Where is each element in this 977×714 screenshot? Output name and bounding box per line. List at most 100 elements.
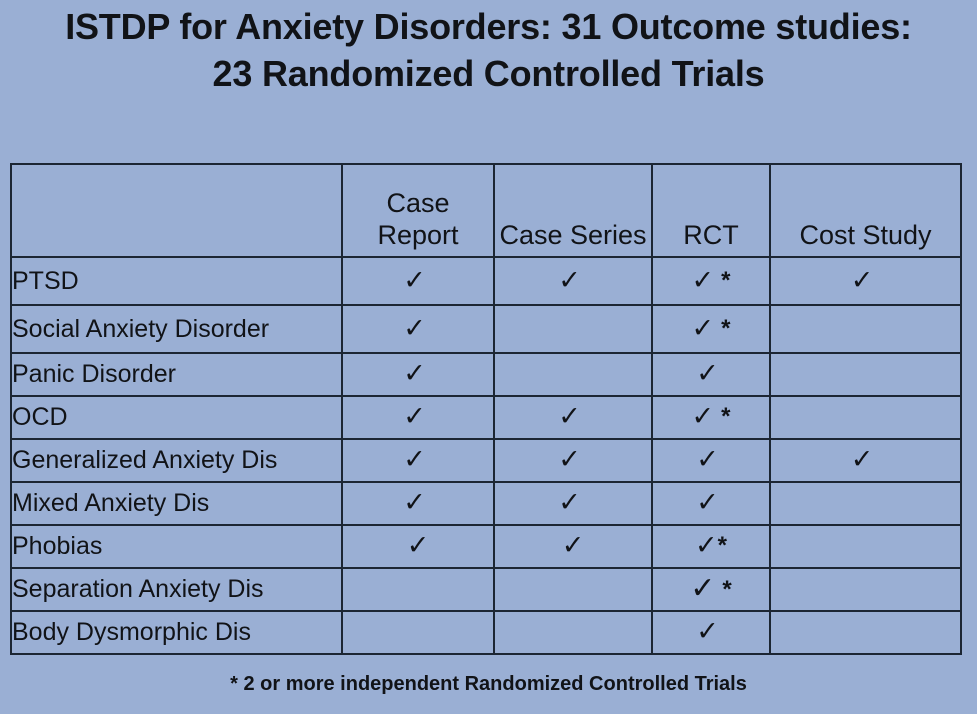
cell-case-report: ✓ [341, 352, 495, 397]
table-row: Body Dysmorphic Dis ✓ [10, 610, 962, 655]
column-header-cost-study: Cost Study [769, 163, 962, 258]
column-header-case-report-line-1: Case [386, 188, 450, 219]
asterisk-marker: * [722, 575, 732, 603]
cell-rct: ✓ [651, 352, 771, 397]
cell-case-report: ✓ [341, 438, 495, 483]
column-header-case-report: Case Report [341, 163, 495, 258]
row-label: Panic Disorder [10, 352, 343, 397]
check-icon: ✓ [696, 616, 719, 647]
column-header-rct-label: RCT [683, 220, 739, 251]
column-header-case-report-line-2: Report [377, 220, 459, 251]
cell-case-series [493, 567, 653, 612]
cell-case-report: ✓ [341, 481, 495, 526]
cell-case-report: ✓ [341, 524, 495, 569]
row-label: PTSD [10, 256, 343, 306]
cell-case-report: ✓ [341, 395, 495, 440]
page-title-line-1: ISTDP for Anxiety Disorders: 31 Outcome … [65, 6, 912, 47]
asterisk-marker: * [721, 314, 731, 342]
check-icon: ✓ [558, 264, 581, 296]
table-row: OCD ✓ ✓ ✓* [10, 395, 962, 440]
table-header-row: Case Report Case Series RCT Cost Study [10, 163, 962, 258]
cell-case-series: ✓ [493, 481, 653, 526]
cell-cost-study [769, 524, 962, 569]
check-icon: ✓ [850, 444, 874, 475]
column-header-cost-study-label: Cost Study [799, 220, 932, 251]
cell-rct: ✓* [651, 524, 771, 569]
asterisk-marker: * [717, 532, 727, 559]
outcome-studies-table-wrapper: Case Report Case Series RCT Cost Study [10, 163, 962, 655]
page-title: ISTDP for Anxiety Disorders: 31 Outcome … [0, 4, 977, 98]
cell-rct: ✓* [651, 395, 771, 440]
cell-case-report: ✓ [341, 304, 495, 354]
asterisk-marker: * [721, 403, 731, 430]
table-row: Mixed Anxiety Dis ✓ ✓ ✓ [10, 481, 962, 526]
cell-cost-study [769, 304, 962, 354]
check-icon: ✓ [691, 312, 715, 344]
check-icon: ✓ [690, 570, 716, 606]
cell-cost-study [769, 395, 962, 440]
table-row: Panic Disorder ✓ ✓ [10, 352, 962, 397]
cell-cost-study [769, 567, 962, 612]
check-icon: ✓ [558, 401, 581, 432]
row-label: Mixed Anxiety Dis [10, 481, 343, 526]
table-row: Social Anxiety Disorder ✓ ✓* [10, 304, 962, 354]
cell-cost-study [769, 610, 962, 655]
check-icon: ✓ [403, 401, 426, 432]
table-body: PTSD ✓ ✓ ✓* ✓ Social Anxiety Disorder ✓ … [10, 256, 962, 655]
row-label: Body Dysmorphic Dis [10, 610, 343, 655]
check-icon: ✓ [696, 358, 719, 389]
column-header-rct: RCT [651, 163, 771, 258]
outcome-studies-table: Case Report Case Series RCT Cost Study [10, 163, 962, 655]
check-icon: ✓ [850, 264, 874, 296]
cell-case-series: ✓ [493, 524, 653, 569]
column-header-disorder [10, 163, 343, 258]
table-header: Case Report Case Series RCT Cost Study [10, 163, 962, 258]
cell-rct: ✓ [651, 481, 771, 526]
cell-case-report [341, 610, 495, 655]
cell-rct: ✓ [651, 438, 771, 483]
cell-cost-study: ✓ [769, 256, 962, 306]
cell-rct: ✓ [651, 610, 771, 655]
check-icon: ✓ [403, 358, 426, 389]
page-title-line-2: 23 Randomized Controlled Trials [212, 52, 765, 94]
cell-case-report [341, 567, 495, 612]
cell-case-series: ✓ [493, 438, 653, 483]
check-icon: ✓ [696, 487, 719, 518]
table-row: Separation Anxiety Dis ✓* [10, 567, 962, 612]
check-icon: ✓ [561, 530, 585, 561]
row-label: Phobias [10, 524, 343, 569]
asterisk-marker: * [721, 266, 731, 294]
check-icon: ✓ [403, 264, 426, 296]
cell-case-series: ✓ [493, 256, 653, 306]
cell-case-series [493, 352, 653, 397]
cell-rct: ✓* [651, 567, 771, 612]
cell-case-series [493, 304, 653, 354]
check-icon: ✓ [558, 444, 581, 475]
cell-rct: ✓* [651, 256, 771, 306]
row-label: OCD [10, 395, 343, 440]
table-row: Generalized Anxiety Dis ✓ ✓ ✓ ✓ [10, 438, 962, 483]
check-icon: ✓ [406, 530, 430, 561]
cell-cost-study: ✓ [769, 438, 962, 483]
cell-case-series: ✓ [493, 395, 653, 440]
row-label: Generalized Anxiety Dis [10, 438, 343, 483]
row-label: Separation Anxiety Dis [10, 567, 343, 612]
table-row: Phobias ✓ ✓ ✓* [10, 524, 962, 569]
footnote: * 2 or more independent Randomized Contr… [230, 673, 747, 695]
column-header-case-series-label: Case Series [499, 220, 647, 251]
check-icon: ✓ [691, 264, 715, 296]
cell-cost-study [769, 352, 962, 397]
column-header-case-series: Case Series [493, 163, 653, 258]
check-icon: ✓ [403, 487, 426, 518]
check-icon: ✓ [403, 444, 426, 475]
cell-case-series [493, 610, 653, 655]
cell-cost-study [769, 481, 962, 526]
check-icon: ✓ [403, 312, 426, 344]
row-label: Social Anxiety Disorder [10, 304, 343, 354]
check-icon: ✓ [696, 444, 719, 475]
check-icon: ✓ [558, 487, 581, 518]
table-row: PTSD ✓ ✓ ✓* ✓ [10, 256, 962, 306]
check-icon: ✓ [695, 530, 718, 561]
cell-rct: ✓* [651, 304, 771, 354]
